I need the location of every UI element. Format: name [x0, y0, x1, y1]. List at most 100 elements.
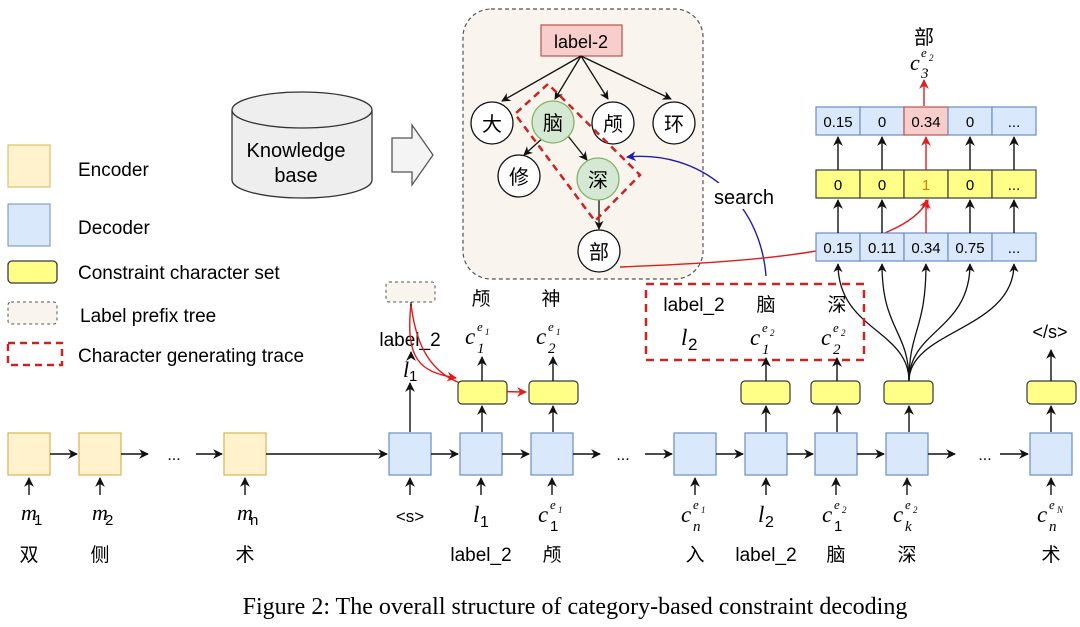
symbol: m — [92, 500, 108, 525]
encoder-input-symbol: m1 — [21, 500, 42, 529]
mask-value: 0 — [834, 177, 842, 194]
symbol-sub: 1 — [550, 518, 558, 535]
svg-text:e: e — [833, 320, 839, 335]
prob-bottom-value: 0.34 — [911, 240, 940, 257]
symbol: m — [237, 500, 253, 525]
prob-top-value: 0.15 — [823, 114, 852, 131]
symbol-sub: 1 — [480, 514, 489, 531]
svg-text:e: e — [921, 45, 927, 60]
svg-text:1: 1 — [556, 327, 561, 337]
svg-text:2: 2 — [929, 53, 934, 63]
legend-trace-label: Character generating trace — [78, 346, 304, 367]
fanout-arrow — [833, 263, 910, 382]
fanout-arrow — [908, 263, 1019, 382]
tree-node — [470, 101, 514, 145]
prob-top-cell — [903, 106, 949, 136]
decoder-input-char: 颅 — [542, 544, 561, 566]
symbol-sub: n — [1049, 519, 1057, 535]
symbol-sub: 2 — [765, 514, 774, 531]
output-symbol: c e 2 3 — [910, 45, 934, 82]
tree-node — [591, 101, 635, 145]
mask-cell — [859, 169, 905, 199]
end-token-label: </s> — [1032, 322, 1067, 342]
svg-text:c: c — [536, 324, 546, 349]
symbol: c — [538, 502, 548, 527]
legend-constraint-swatch — [7, 260, 58, 284]
prob-top-value: 0 — [966, 114, 974, 131]
encoder-cell — [223, 432, 267, 476]
start-token: <s> — [396, 507, 424, 526]
symbol-sup: e — [905, 497, 911, 512]
dec-out-sym-l1: l 1 — [403, 357, 417, 385]
decoder-input-char: label_2 — [450, 545, 511, 566]
svg-text:1: 1 — [762, 342, 770, 358]
symbol-sub: 1 — [34, 512, 42, 529]
decoder-input-char: 深 — [897, 544, 916, 566]
figure-caption: Figure 2: The overall structure of categ… — [243, 594, 908, 620]
legend-encoder-swatch — [7, 144, 51, 188]
trace-sym-c1: c e 2 1 — [750, 320, 775, 358]
trace-sym-c2: c e 2 2 — [821, 320, 846, 358]
svg-text:2: 2 — [833, 342, 841, 358]
decoder-input-char: label_2 — [735, 545, 796, 566]
legend: Encoder Decoder Constraint character set… — [6, 144, 304, 367]
decoder-cell — [459, 432, 503, 476]
prob-top-cell — [947, 106, 993, 136]
tree-node-label: 颅 — [603, 113, 623, 136]
decoder-input-char: 入 — [685, 545, 704, 566]
tree-node — [577, 229, 621, 273]
prob-bottom-value: ... — [1008, 240, 1021, 257]
svg-text:l: l — [403, 357, 409, 382]
knowledge-base-label-1: Knowledge — [247, 140, 346, 162]
svg-text:2: 2 — [688, 335, 697, 354]
prob-bottom-value: 0.11 — [868, 240, 896, 257]
prob-bottom-value: 0.75 — [955, 240, 984, 257]
encoder-input-symbol: mn — [237, 500, 258, 529]
mask-cell — [903, 169, 949, 199]
svg-text:e: e — [548, 319, 554, 334]
symbol-sup: e — [693, 497, 699, 512]
symbol: c — [1037, 502, 1047, 527]
trace-char-2: 深 — [827, 294, 846, 316]
mask-cell — [991, 169, 1037, 199]
decoder-cell — [388, 432, 432, 476]
encoder-input-symbol: m2 — [92, 500, 113, 529]
dec-out-sym-c1: c e 1 1 — [465, 319, 490, 357]
tree-node-label: 部 — [589, 241, 609, 264]
block-arrow-right-icon — [391, 122, 434, 188]
decoder-input-symbol: <s> — [396, 507, 424, 526]
tree-node-on-path — [576, 157, 620, 201]
search-label: search — [714, 187, 774, 209]
tree-node-label: 环 — [664, 114, 684, 136]
encoder-input-char: 双 — [19, 545, 38, 566]
ellipsis: ... — [616, 447, 629, 464]
fanout-arrow — [877, 263, 910, 382]
ellipsis: ... — [167, 447, 180, 464]
svg-text:3: 3 — [920, 66, 929, 82]
symbol-supsub: 1 — [558, 505, 563, 515]
svg-text:1: 1 — [477, 341, 485, 357]
fanout-arrow — [908, 263, 975, 382]
symbol-supsub: 1 — [701, 505, 706, 515]
prob-bottom-cell — [859, 232, 905, 262]
legend-decoder-label: Decoder — [78, 218, 150, 239]
output-char: 部 — [914, 26, 934, 49]
tree-node — [497, 154, 541, 198]
mask-cell — [947, 169, 993, 199]
prob-bottom-value: 0.15 — [823, 240, 852, 257]
encoder-cell — [7, 432, 51, 476]
symbol: c — [681, 502, 691, 527]
dec-out-char-1: 颅 — [471, 288, 490, 310]
svg-text:l: l — [681, 325, 687, 350]
legend-prefix-tree-swatch — [7, 301, 58, 325]
constraint-set-box — [528, 380, 579, 405]
symbol-sub: n — [250, 512, 258, 529]
svg-text:c: c — [910, 50, 920, 75]
ellipsis: ... — [978, 447, 991, 464]
symbol-sub: 2 — [105, 512, 113, 529]
select-trace-arrow — [619, 199, 929, 268]
